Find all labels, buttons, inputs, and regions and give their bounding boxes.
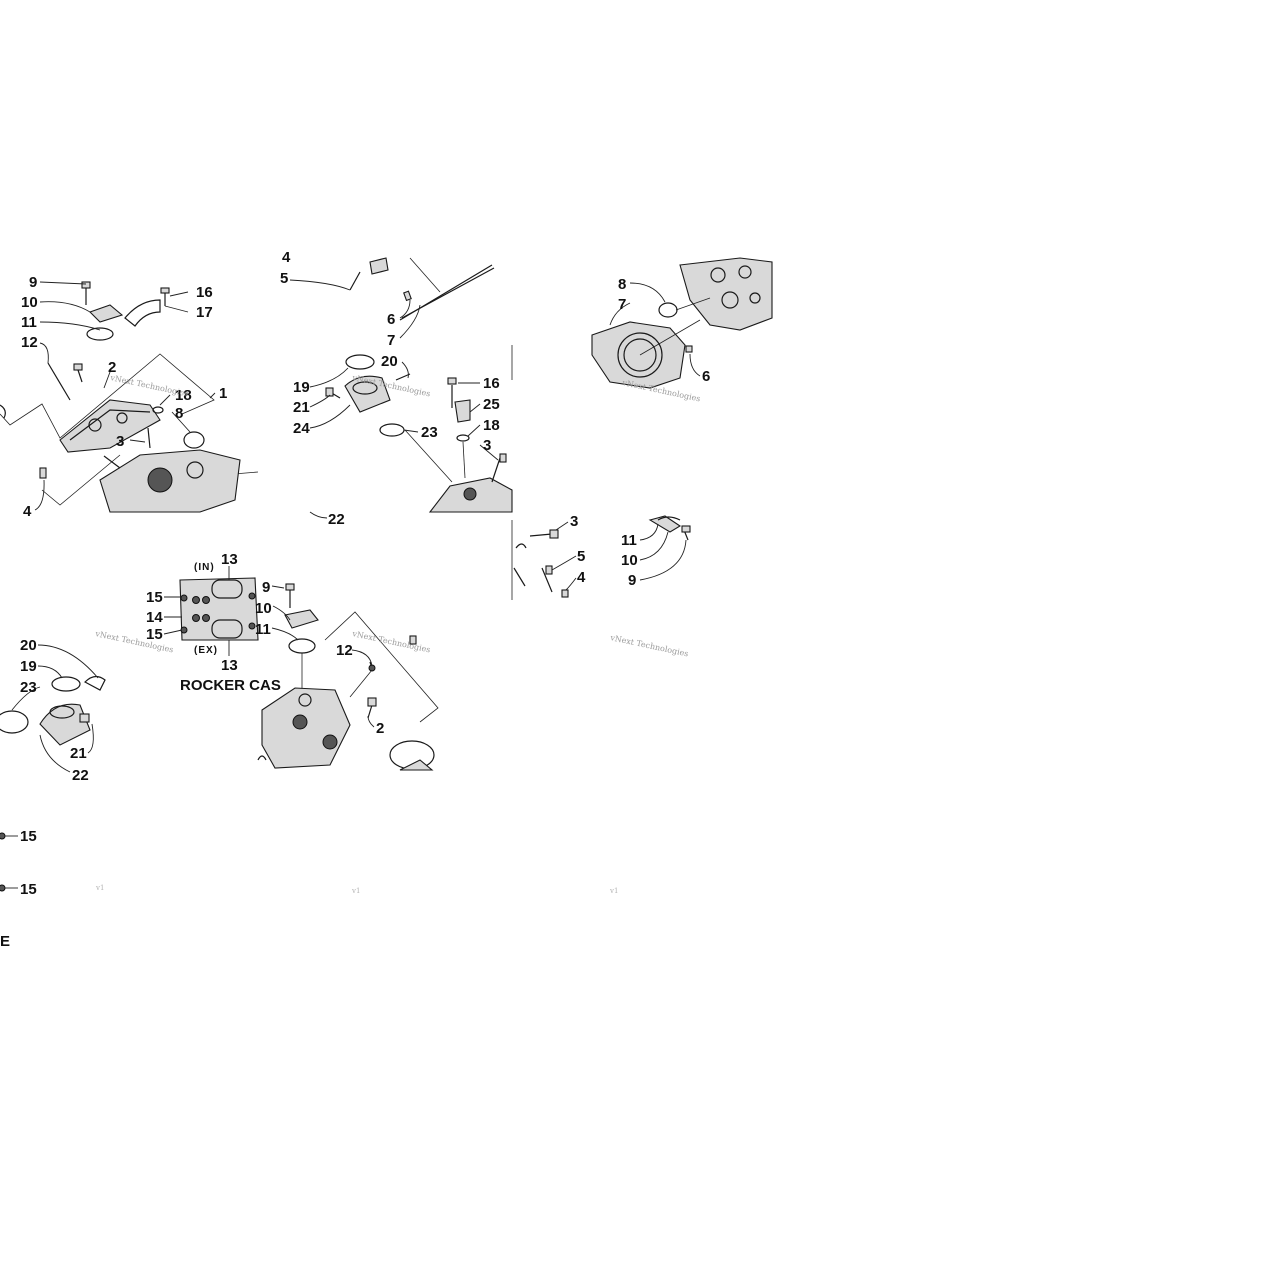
callout-19: 19 (20, 658, 37, 675)
callout-13: 13 (221, 657, 238, 674)
tile-middle-right-a: 3 5 4 (511, 513, 586, 600)
callout-15: 15 (20, 828, 37, 845)
tile-top-left: 9 10 11 12 2 16 17 18 8 1 3 4 vNext Tech… (0, 274, 259, 520)
callout-9: 9 (628, 572, 636, 589)
cylinder-bore (617, 332, 663, 378)
watermark-text: v1 (95, 884, 104, 892)
callout-16: 16 (483, 375, 500, 392)
section-heading-partial: E (0, 933, 10, 950)
callout-4: 4 (282, 249, 291, 266)
callout-22: 22 (72, 767, 89, 784)
o-ring (379, 423, 405, 437)
callout-8: 8 (175, 405, 183, 422)
callout-2: 2 (376, 720, 384, 737)
callout-6: 6 (387, 311, 395, 328)
callout-15: 15 (146, 626, 163, 643)
seal-ring (658, 302, 678, 318)
callout-11: 11 (255, 621, 271, 638)
callout-14: 14 (146, 609, 163, 626)
callout-5: 5 (280, 270, 288, 287)
thermostat-housing (454, 399, 471, 423)
callout-5: 5 (577, 548, 585, 565)
watermark-row: v1 v1 v1 (95, 884, 618, 895)
tile-top-middle: 4 5 6 7 20 19 21 24 16 25 23 18 3 22 vNe… (280, 249, 513, 528)
elbow-fitting (124, 299, 161, 327)
tile-middle-center: 13 (IN) 9 15 10 14 15 11 (EX) 13 12 2 RO… (146, 551, 439, 771)
callout-8: 8 (618, 276, 626, 293)
callout-13: 13 (221, 551, 238, 568)
callout-18: 18 (483, 417, 500, 434)
tile-bottom-left: 15 15 E (0, 828, 37, 950)
cylinder-head-cover (59, 399, 161, 453)
tile-top-right: 8 7 6 vNext Technologies (591, 257, 773, 403)
gasket-plate (284, 609, 319, 629)
callout-19: 19 (293, 379, 310, 396)
intake-boot (39, 703, 91, 746)
cylinder-head (261, 687, 351, 769)
tile-middle-left: 20 19 23 21 22 vNext Technologies (0, 629, 174, 784)
watermark-text: v1 (609, 887, 618, 895)
o-ring (0, 710, 29, 734)
gasket-plate (648, 515, 682, 533)
callout-23: 23 (20, 679, 37, 696)
bolt-icon (81, 281, 91, 305)
o-ring (86, 327, 114, 341)
callout-4: 4 (23, 503, 32, 520)
watermark-text: vNext Technologies (109, 373, 190, 399)
rocker-case (179, 577, 259, 641)
callout-2: 2 (108, 359, 116, 376)
callout-20: 20 (20, 637, 37, 654)
callout-7: 7 (387, 332, 395, 349)
callout-15: 15 (20, 881, 37, 898)
callout-18: 18 (175, 387, 192, 404)
label-exhaust: (EX) (194, 645, 218, 656)
seal-ring (183, 431, 205, 449)
callout-4: 4 (577, 569, 586, 586)
watermark-text: vNext Technologies (609, 633, 690, 659)
callout-9: 9 (29, 274, 37, 291)
callout-15: 15 (146, 589, 163, 606)
callout-10: 10 (21, 294, 38, 311)
callout-3: 3 (116, 433, 124, 450)
callout-3: 3 (570, 513, 578, 530)
o-ring (288, 638, 316, 654)
callout-20: 20 (381, 353, 398, 370)
hose-fitting (84, 675, 106, 691)
callout-1: 1 (219, 385, 227, 402)
callout-11: 11 (621, 532, 637, 549)
callout-11: 11 (21, 314, 37, 331)
callout-25: 25 (483, 396, 500, 413)
callout-6: 6 (702, 368, 710, 385)
callout-7: 7 (618, 296, 626, 313)
callout-21: 21 (70, 745, 87, 762)
tile-middle-right-b: 11 10 9 vNext Technologies (609, 515, 691, 659)
callout-22: 22 (328, 511, 345, 528)
label-intake: (IN) (194, 562, 215, 573)
hose-clamp (345, 354, 375, 370)
callout-23: 23 (421, 424, 438, 441)
callout-17: 17 (196, 304, 213, 321)
watermark-text: vNext Technologies (351, 629, 432, 655)
gasket-plate (88, 304, 124, 323)
callout-16: 16 (196, 284, 213, 301)
hose-clamp (51, 676, 81, 692)
cylinder (591, 321, 686, 389)
section-heading-rocker-case: ROCKER CAS (180, 677, 281, 694)
callout-12: 12 (21, 334, 38, 351)
callout-10: 10 (255, 600, 272, 617)
callout-3: 3 (483, 437, 491, 454)
callout-9: 9 (262, 579, 270, 596)
callout-21: 21 (293, 399, 310, 416)
callout-10: 10 (621, 552, 638, 569)
callout-12: 12 (336, 642, 353, 659)
watermark-text: v1 (351, 887, 360, 895)
callout-24: 24 (293, 420, 310, 437)
